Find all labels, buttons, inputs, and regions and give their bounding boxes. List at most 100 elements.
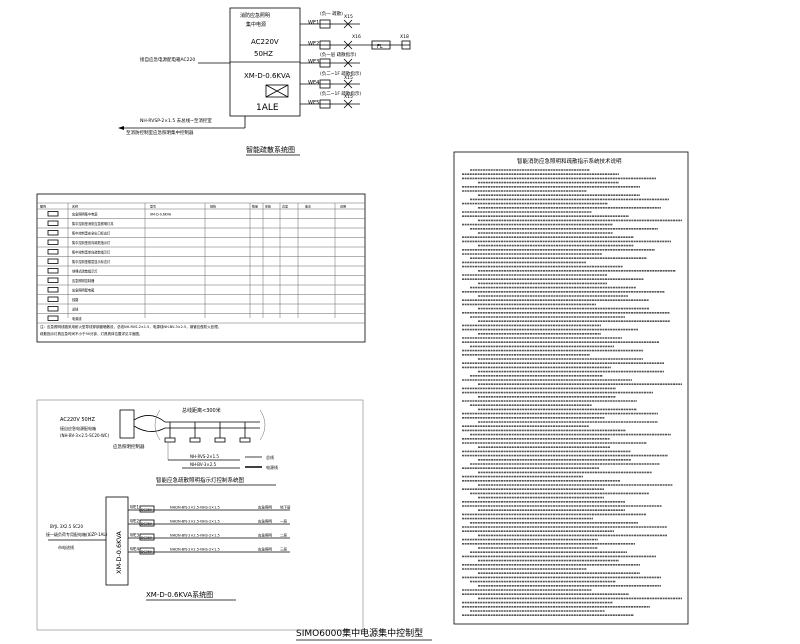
- legend-row-name: 地埋式疏散指示灯: [72, 269, 98, 274]
- panel-row-dc: DC36V: [141, 536, 153, 540]
- bus-input-note-2: (NH-BV-3×2.5-SC20-WC): [60, 433, 110, 438]
- panel-row-loc: 应急照明: [258, 505, 272, 510]
- legend-row-name: 集中控制型双向疏散指示灯: [72, 240, 111, 245]
- bottom-note: 至消防控制室应急照明集中控制器: [126, 129, 194, 136]
- distance-label: 总线距离<300米: [182, 407, 221, 414]
- right-spec-sheet: 智能消防应急照明和疏散指示系统技术说明: [453, 151, 689, 625]
- breaker-icon: [139, 505, 155, 513]
- fixture-3: [214, 437, 226, 443]
- panel-row-loc: 应急照明: [258, 533, 272, 538]
- breaker-icon: [139, 547, 155, 555]
- bus-input-note: 接自应急电源配电箱: [60, 425, 96, 431]
- legend-symbol-icon: [47, 239, 59, 245]
- cable-1: NH-RVS-2×1.5: [190, 454, 219, 459]
- cable-2: NH-BV-3×2.5: [190, 462, 217, 467]
- svg-text:(负二~1F 疏散指示): (负二~1F 疏散指示): [320, 70, 361, 77]
- svg-text:X15: X15: [344, 75, 353, 81]
- panel-input-2: 接一级负荷专用配电箱(如ZP-1AL): [46, 531, 108, 537]
- panel-row-cable: NHDN-BYJ-2×2.5-NHS-2×1.5: [170, 548, 220, 552]
- th-legend: 图例: [40, 204, 46, 209]
- panel-diagram-title: XM-D-0.6KVA系统图: [146, 590, 213, 599]
- legend-row-name: 应急照明配电箱: [72, 288, 95, 293]
- fixture-1: [164, 437, 176, 443]
- panel-row-note: 一层: [280, 519, 288, 524]
- panel-id: 1ALE: [256, 103, 279, 113]
- svg-text:WE5: WE5: [308, 100, 319, 106]
- legend-note-2: 疏散指示灯具应急时间不小于90分钟，灯具具体位置详见平面图。: [40, 331, 142, 336]
- bus-voltage: AC220V 50HZ: [60, 417, 95, 423]
- svg-text:WE2: WE2: [308, 41, 319, 47]
- circuit-we4: WE4 (负二~1F 疏散指示) X15: [300, 70, 361, 89]
- panel-row-note: 三层: [280, 547, 288, 552]
- svg-text:X16: X16: [352, 34, 361, 40]
- th-model: 型号: [150, 204, 156, 209]
- fixture-4: [239, 437, 251, 443]
- circuit-we3: WE3 (负一层 疏散指示): [300, 51, 360, 68]
- input-label: 接自应急电源配电箱AC220: [140, 56, 195, 63]
- svg-text:X15: X15: [344, 94, 353, 100]
- circuit-we5: WE5 (负二~1F 疏散指示) X15: [300, 90, 361, 109]
- legend-row-name: 应急照明控制器: [72, 278, 95, 283]
- legend-row-name: 总线: [72, 307, 79, 312]
- circuit-we1: WE1 (负一 疏散) X15: [300, 10, 360, 29]
- legend-row-name: 集中控制型安全出口标志灯: [72, 231, 111, 236]
- legend-symbol-icon: [47, 287, 59, 293]
- box-label-1: 消防应急照明: [240, 12, 270, 19]
- legend-row-name: 集中控制型单向疏散指示灯: [72, 250, 111, 255]
- th-name: 名称: [72, 204, 78, 209]
- panel-input-1: BYJL 3X2.5 SC20: [50, 524, 83, 529]
- panel-row-note: 地下层: [280, 505, 291, 510]
- legend-symbol-icon: [47, 315, 59, 321]
- panel-model: XM-D-0.6KVA: [115, 531, 123, 574]
- panel-row-cable: NHDN-BYJ-2×2.5-NHS-2×1.5: [170, 506, 220, 510]
- legend-symbol-icon: [47, 296, 59, 302]
- legend-power: 电源线: [266, 464, 278, 470]
- svg-text:X15: X15: [344, 14, 353, 20]
- legend-symbol-icon: [47, 258, 59, 264]
- panel-row-id: WE3: [130, 533, 139, 538]
- panel-input-3: 市电进线: [58, 544, 74, 550]
- panel-row-note: 二层: [280, 533, 288, 538]
- circuit-we2: WE2 X16 FL X18: [300, 34, 411, 50]
- box-label-2: 集中电源: [246, 21, 266, 28]
- svg-text:WE3: WE3: [308, 59, 319, 65]
- frequency-text: 50HZ: [254, 50, 273, 58]
- panel-row-dc: DC36V: [141, 522, 153, 526]
- panel-diagram: XM-D-0.6KVA BYJL 3X2.5 SC20 接一级负荷专用配电箱(如…: [46, 496, 291, 601]
- battery-icon: [265, 84, 289, 98]
- legend-row-name: 应急照明集中电源: [72, 212, 98, 217]
- legend-row-name: 集中控制型楼层显示标志灯: [72, 259, 111, 264]
- panel-row-dc: DC36V: [141, 508, 153, 512]
- panel-row-id: WE4: [130, 547, 139, 552]
- legend-bus: 总线: [266, 454, 274, 460]
- legend-symbol-icon: [47, 268, 59, 274]
- footer-title: SIMO6000集中电源集中控制型: [296, 627, 423, 639]
- legend-row-name: 集中控制型消防应急照明灯具: [72, 221, 114, 226]
- legend-symbol-icon: [47, 249, 59, 255]
- th-install: 安装: [265, 204, 271, 209]
- bus-diagram-title: 智能应急疏散照明指示灯控制系统图: [156, 476, 245, 484]
- legend-row-name: 电源线: [72, 316, 82, 321]
- bus-diagram: AC220V 50HZ 接自应急电源配电箱 (NH-BV-3×2.5-SC20-…: [36, 399, 364, 631]
- spec-title: 智能消防应急照明和疏散指示系统技术说明: [517, 157, 622, 165]
- legend-note-1: 注：应急照明线路采用耐火型导线穿钢管暗敷设，总线NH-RVS-2×1.5，电源线…: [40, 324, 221, 329]
- model-text: XM-D-0.6KVA: [244, 72, 290, 80]
- voltage-text: AC220V: [251, 38, 279, 46]
- panel-row-loc: 应急照明: [258, 547, 272, 552]
- legend-symbol-icon: [47, 306, 59, 312]
- fixture-2: [189, 437, 201, 443]
- legend-symbol-icon: [47, 230, 59, 236]
- legend-symbol-icon: [47, 277, 59, 283]
- controller-label: 应急照明控制器: [113, 443, 145, 450]
- panel-row-id: WE2: [130, 519, 139, 524]
- svg-text:(负二~1F 疏散指示): (负二~1F 疏散指示): [320, 90, 361, 97]
- panel-box: [105, 496, 129, 586]
- panel-row-loc: 应急照明: [258, 519, 272, 524]
- legend-symbol-icon: [47, 220, 59, 226]
- legend-symbol-icon: [47, 211, 59, 217]
- th-remark: 备注: [305, 204, 311, 209]
- output-cable: NH-RVSP-2×1.5 去总线~至消控室: [140, 117, 212, 124]
- panel-row-id: WE1: [130, 505, 139, 510]
- breaker-icon: [139, 533, 155, 541]
